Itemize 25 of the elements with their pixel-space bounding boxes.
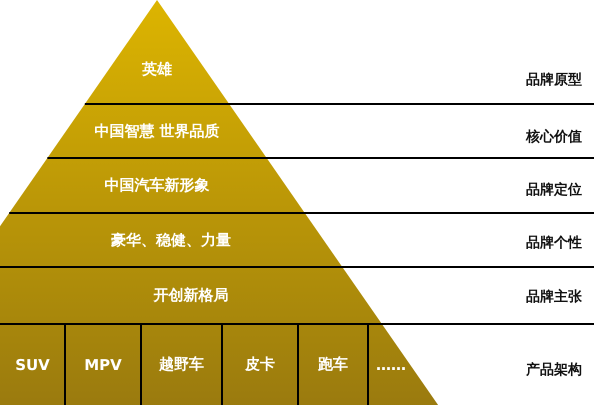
- pyramid-layer: [0, 267, 382, 324]
- product-cell: [65, 324, 141, 405]
- product-text: 越野车: [159, 355, 204, 374]
- level-label: 品牌主张: [526, 288, 582, 306]
- product-text: 皮卡: [245, 355, 275, 374]
- layer-text: 豪华、稳健、力量: [111, 230, 232, 250]
- product-text: 跑车: [318, 355, 348, 374]
- layer-text: 英雄: [142, 60, 172, 79]
- product-text: SUV: [15, 356, 50, 374]
- level-label: 产品架构: [526, 361, 582, 379]
- product-cell: [368, 324, 438, 405]
- pyramid-layer: [0, 213, 342, 267]
- level-label: 核心价值: [526, 128, 582, 146]
- layer-text: 开创新格局: [153, 286, 228, 305]
- product-cell: [298, 324, 368, 405]
- level-label: 品牌个性: [526, 234, 582, 252]
- layer-text: 中国汽车新形象: [104, 176, 210, 195]
- level-label: 品牌原型: [526, 71, 582, 89]
- product-cell: [141, 324, 222, 405]
- product-text: MPV: [84, 356, 122, 374]
- product-cell: [0, 324, 65, 405]
- level-label: 品牌定位: [526, 181, 582, 199]
- product-cell: [222, 324, 298, 405]
- layer-text: 中国智慧 世界品质: [94, 122, 220, 140]
- product-text: ……: [376, 356, 406, 374]
